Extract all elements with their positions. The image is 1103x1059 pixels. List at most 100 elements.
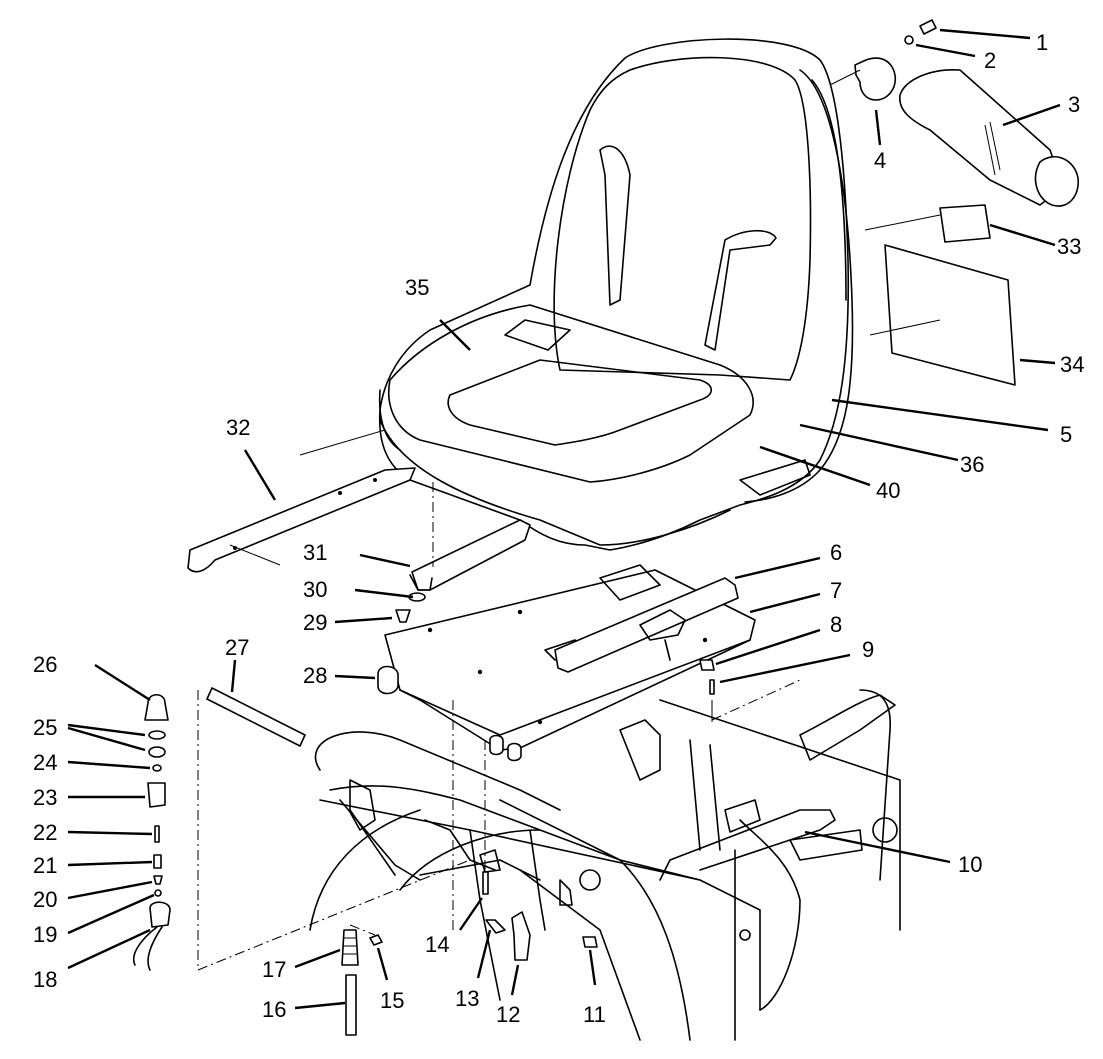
screw-9 — [709, 679, 715, 695]
leader-14 — [459, 897, 483, 931]
callout-25: 25 — [33, 715, 57, 740]
callout-27: 27 — [225, 635, 249, 660]
leader-35 — [439, 319, 471, 351]
leader-28 — [334, 674, 376, 680]
leader-3 — [1002, 103, 1061, 127]
decal-33 — [939, 204, 991, 243]
leader-32 — [243, 449, 277, 501]
leader-30 — [354, 588, 414, 599]
leader-27 — [230, 659, 237, 693]
seat-backrest — [553, 56, 812, 381]
leader-31 — [359, 553, 411, 568]
callout-32: 32 — [226, 415, 250, 440]
callout-8: 8 — [830, 612, 842, 637]
leader-6 — [734, 556, 821, 580]
seat-cushion — [388, 304, 754, 483]
pin-15 — [369, 934, 383, 946]
center-lines — [349, 482, 801, 936]
callout-13: 13 — [455, 986, 479, 1011]
hardware — [341, 592, 715, 1036]
callout-40: 40 — [876, 478, 900, 503]
callout-22: 22 — [33, 820, 57, 845]
ring-19 — [154, 889, 162, 897]
callout-6: 6 — [830, 540, 842, 565]
leader-5 — [831, 398, 1049, 432]
leader-11 — [588, 949, 597, 986]
leader-lines — [67, 28, 1061, 1010]
callout-10: 10 — [958, 852, 982, 877]
spring-21 — [153, 854, 162, 869]
bushing-28 — [377, 665, 399, 695]
callout-15: 15 — [380, 988, 404, 1013]
leader-2 — [915, 43, 976, 58]
callout-12: 12 — [496, 1002, 520, 1027]
callout-26: 26 — [33, 652, 57, 677]
leader-19 — [67, 893, 155, 935]
washer-25a — [148, 730, 166, 740]
nut-20 — [153, 875, 163, 885]
screw-1 — [919, 19, 937, 35]
switch-stack — [133, 690, 471, 971]
callout-21: 21 — [33, 853, 57, 878]
leader-34 — [1019, 358, 1056, 365]
nut-8 — [699, 659, 715, 671]
leader-17 — [294, 948, 341, 969]
switch-18 — [149, 901, 171, 928]
callout-36: 36 — [960, 452, 984, 477]
pin-16 — [345, 974, 357, 1036]
leader-8 — [715, 628, 821, 666]
leader-13 — [476, 929, 492, 979]
plate-12 — [511, 911, 531, 961]
callout-34: 34 — [1060, 352, 1084, 377]
leader-16 — [294, 1001, 346, 1010]
slide-rail-6 — [554, 577, 739, 673]
washer-25b — [148, 746, 166, 758]
leader-7 — [749, 592, 821, 614]
rod-10 — [659, 809, 836, 881]
leader-25b — [67, 726, 146, 752]
pin-22 — [154, 825, 160, 843]
frame-assembly — [309, 689, 901, 1041]
leader-21 — [67, 860, 153, 867]
callout-5: 5 — [1060, 422, 1072, 447]
callout-7: 7 — [830, 578, 842, 603]
callout-19: 19 — [33, 922, 57, 947]
callout-20: 20 — [33, 887, 57, 912]
leader-15 — [376, 947, 389, 981]
leader-26 — [94, 663, 151, 702]
washer-2 — [904, 35, 914, 45]
callout-18: 18 — [33, 967, 57, 992]
leader-18 — [67, 928, 151, 970]
leader-29 — [334, 616, 393, 624]
sleeve-23 — [147, 782, 166, 808]
rod-27 — [206, 687, 306, 747]
upper-right-parts — [829, 19, 1079, 386]
seat-track-32 — [187, 429, 416, 573]
callout-28: 28 — [303, 663, 327, 688]
callout-11: 11 — [583, 1002, 606, 1027]
seat-assembly — [378, 38, 854, 551]
seat-shell-side — [744, 69, 854, 503]
callout-16: 16 — [262, 997, 286, 1022]
leader-22 — [67, 830, 153, 836]
callout-17: 17 — [262, 957, 286, 982]
callout-35: 35 — [405, 275, 429, 300]
leader-24 — [67, 760, 151, 770]
nut-11 — [582, 936, 598, 948]
leader-10 — [804, 830, 951, 864]
bolt-13 — [485, 919, 506, 934]
leader-12 — [510, 964, 520, 996]
callout-3: 3 — [1068, 92, 1080, 117]
callout-23: 23 — [33, 785, 57, 810]
manual-tube-3 — [899, 69, 1056, 206]
seat-slide-pan — [384, 519, 756, 751]
decal-34 — [884, 244, 1016, 386]
callout-1: 1 — [1036, 30, 1048, 55]
spring-17 — [341, 929, 359, 966]
callout-14: 14 — [425, 932, 449, 957]
leader-9 — [719, 653, 851, 684]
leader-36 — [799, 423, 959, 462]
callout-33: 33 — [1057, 234, 1081, 259]
callout-2: 2 — [984, 48, 996, 73]
